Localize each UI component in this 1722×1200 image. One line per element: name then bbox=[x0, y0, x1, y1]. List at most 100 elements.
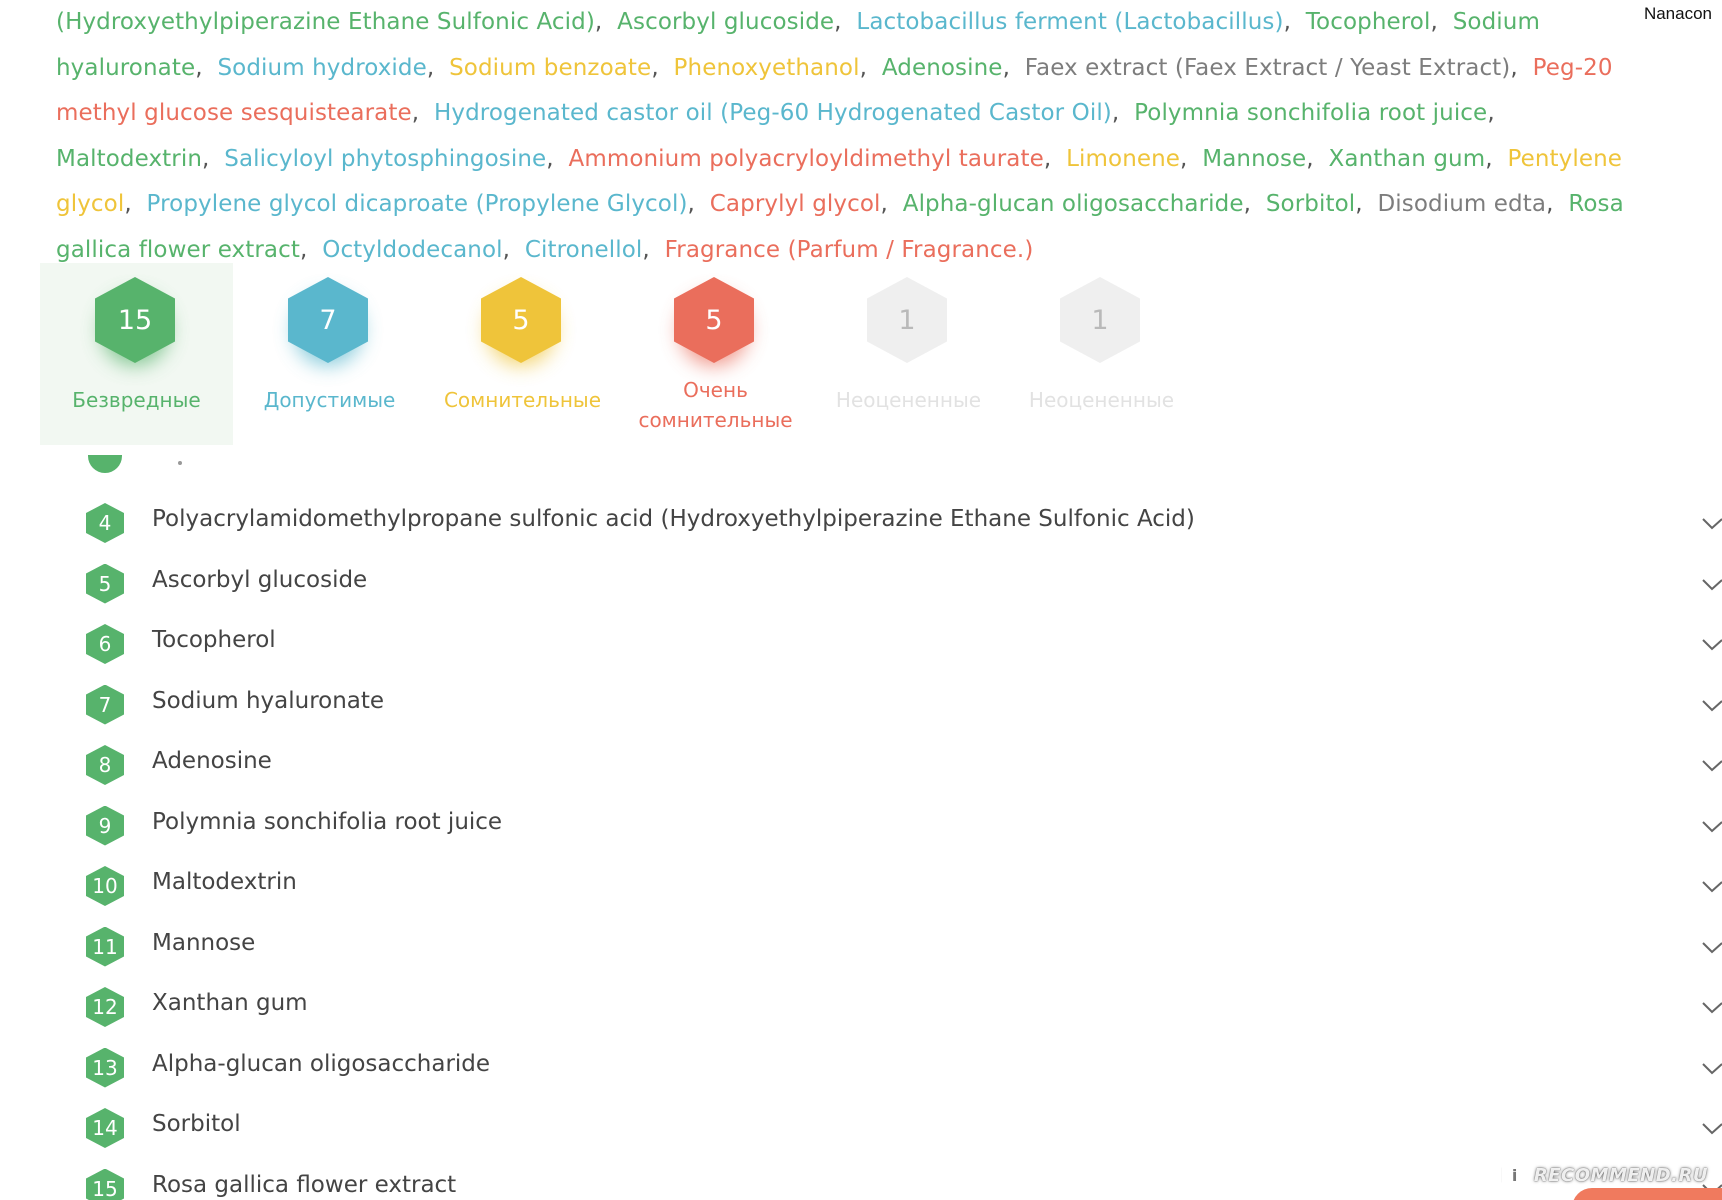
ingredient-name: Adenosine bbox=[152, 748, 272, 774]
chevron-down-icon[interactable] bbox=[1700, 512, 1722, 534]
ingredient-link[interactable]: Citronellol bbox=[524, 236, 643, 263]
ingredient-row[interactable]: 5 Ascorbyl glucoside bbox=[0, 553, 1722, 613]
comma-separator: , bbox=[687, 191, 710, 217]
ingredient-link[interactable]: Phenoxyethanol bbox=[673, 54, 860, 81]
ingredient-link[interactable]: Adenosine bbox=[881, 54, 1003, 81]
comma-separator: , bbox=[502, 236, 525, 263]
ingredient-link[interactable]: Fragrance (Parfum / Fragrance.) bbox=[664, 236, 1034, 263]
chevron-down-icon[interactable] bbox=[1700, 936, 1722, 958]
ingredient-number-badge: 14 bbox=[86, 1108, 124, 1148]
watermark: i RECOMMEND.RU bbox=[1501, 1157, 1708, 1193]
ingredient-link[interactable]: hyaluronate bbox=[56, 54, 196, 81]
comma-separator: , bbox=[546, 145, 569, 172]
ingredient-link[interactable]: Sodium benzoate bbox=[449, 54, 652, 81]
category-hexagon: 1 bbox=[1060, 277, 1140, 363]
category-label: Сомнительные bbox=[443, 388, 602, 412]
comma-separator: , bbox=[411, 100, 434, 126]
category-count: 1 bbox=[867, 277, 947, 363]
chevron-down-icon[interactable] bbox=[1700, 815, 1722, 837]
ingredient-name: Rosa gallica flower extract bbox=[152, 1171, 457, 1198]
ingredient-link[interactable]: Sorbitol bbox=[1265, 191, 1356, 217]
chevron-down-icon[interactable] bbox=[1700, 694, 1722, 716]
ingredient-link[interactable]: Hydrogenated castor oil (Peg-60 Hydrogen… bbox=[433, 100, 1112, 126]
comma-separator: , bbox=[1510, 54, 1533, 81]
ingredient-link[interactable]: Disodium edta bbox=[1377, 191, 1547, 217]
ingredient-link[interactable]: Tocopherol bbox=[1305, 9, 1431, 35]
chevron-down-icon[interactable] bbox=[1700, 1117, 1722, 1139]
ingredient-link[interactable]: gallica flower extract bbox=[56, 236, 300, 263]
chevron-down-icon[interactable] bbox=[1700, 633, 1722, 655]
ingredient-link[interactable]: Ammonium polyacryloyldimethyl taurate bbox=[568, 145, 1044, 172]
category-label: Допустимые bbox=[263, 388, 396, 412]
ingredient-link[interactable]: glycol bbox=[56, 191, 125, 217]
ingredient-link[interactable]: Pentylene bbox=[1507, 145, 1623, 172]
ingredient-link[interactable]: (Hydroxyethylpiperazine Ethane Sulfonic … bbox=[56, 9, 595, 35]
ingredient-number-badge: 10 bbox=[86, 866, 124, 906]
ingredient-name: Xanthan gum bbox=[152, 990, 308, 1016]
ingredient-link[interactable]: Caprylyl glycol bbox=[709, 191, 881, 217]
ingredient-link[interactable]: Peg-20 bbox=[1532, 54, 1613, 81]
ingredient-row[interactable]: 12 Xanthan gum bbox=[0, 976, 1722, 1036]
ingredient-number-badge: 12 bbox=[86, 987, 124, 1027]
comma-separator: , bbox=[1430, 9, 1453, 35]
comma-separator: , bbox=[1283, 9, 1306, 35]
comma-separator: , bbox=[300, 236, 323, 263]
ingredient-number-badge: 7 bbox=[86, 684, 124, 725]
ingredient-link[interactable]: Sodium bbox=[1452, 9, 1540, 35]
ingredient-link[interactable]: Xanthan gum bbox=[1328, 145, 1486, 172]
chevron-down-icon[interactable] bbox=[1700, 1057, 1722, 1079]
ingredient-link[interactable]: Mannose bbox=[1202, 145, 1307, 172]
comma-separator: , bbox=[1485, 145, 1508, 172]
comma-separator: , bbox=[124, 191, 147, 217]
ingredient-link[interactable]: Rosa bbox=[1568, 191, 1624, 217]
ingredient-link[interactable]: Maltodextrin bbox=[56, 145, 203, 172]
category-label: Неоцененные bbox=[1028, 388, 1175, 412]
chevron-down-icon[interactable] bbox=[1700, 996, 1722, 1018]
ingredient-number-badge: 4 bbox=[86, 503, 124, 543]
ingredients-line: Maltodextrin, Salicyloyl phytosphingosin… bbox=[56, 137, 1722, 183]
ingredient-name: Mannose bbox=[152, 929, 256, 956]
ingredient-link[interactable]: Salicyloyl phytosphingosine bbox=[224, 145, 547, 172]
comma-separator: , bbox=[1043, 145, 1067, 172]
ingredient-link[interactable]: Faex extract (Faex Extract / Yeast Extra… bbox=[1024, 54, 1511, 81]
ingredient-name: Polyacrylamidomethylpropane sulfonic aci… bbox=[152, 506, 1195, 532]
row-badge-partial bbox=[88, 455, 122, 473]
ingredient-name: Ascorbyl glucoside bbox=[152, 566, 368, 593]
category-count: 1 bbox=[1060, 277, 1140, 363]
ingredient-link[interactable]: Octyldodecanol bbox=[322, 236, 503, 263]
comma-separator: , bbox=[651, 54, 674, 81]
floating-action-button[interactable] bbox=[1572, 1188, 1722, 1200]
chevron-down-icon[interactable] bbox=[1700, 754, 1722, 776]
category-hexagon: 5 bbox=[481, 277, 561, 365]
ingredient-link[interactable]: Lactobacillus ferment (Lactobacillus) bbox=[856, 9, 1284, 35]
ingredient-row[interactable]: 4 Polyacrylamidomethylpropane sulfonic ac… bbox=[0, 492, 1722, 552]
chevron-down-icon[interactable] bbox=[1700, 875, 1722, 897]
chevron-down-icon[interactable] bbox=[1700, 573, 1722, 595]
ingredient-link[interactable]: methyl glucose sesquistearate bbox=[56, 100, 412, 126]
ingredient-link[interactable]: Alpha-glucan oligosaccharide bbox=[902, 191, 1244, 217]
ingredient-link[interactable]: Polymnia sonchifolia root juice bbox=[1134, 100, 1488, 126]
ingredient-row[interactable]: 15 Rosa gallica flower extract bbox=[0, 1158, 1722, 1200]
ingredient-link[interactable]: Ascorbyl glucoside bbox=[617, 9, 835, 35]
comma-separator: , bbox=[859, 54, 882, 81]
ingredient-number-badge: 15 bbox=[86, 1168, 124, 1200]
ingredients-line: methyl glucose sesquistearate, Hydrogena… bbox=[56, 91, 1722, 137]
ingredient-number-badge: 5 bbox=[86, 563, 124, 604]
ingredient-link[interactable]: Sodium hydroxide bbox=[217, 54, 427, 81]
ingredient-link[interactable]: Propylene glycol dicaproate (Propylene G… bbox=[146, 191, 688, 217]
ingredient-link[interactable]: Limonene bbox=[1066, 145, 1181, 172]
